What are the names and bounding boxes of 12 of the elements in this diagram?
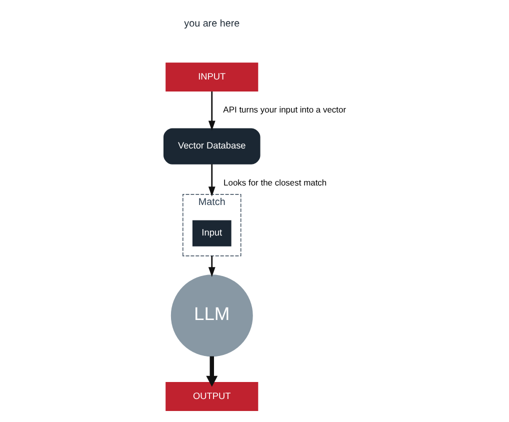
node-circle: LLM <box>170 274 252 357</box>
node-box: OUTPUT <box>165 382 258 412</box>
arrow <box>208 92 215 131</box>
edge-label: Looks for the closest match <box>223 177 326 188</box>
arrow <box>208 256 215 278</box>
arrow <box>208 164 215 197</box>
edge-label: API turns your input into a vector <box>222 104 346 114</box>
node-box: Input <box>192 220 231 246</box>
node-box: Vector Database <box>162 128 260 164</box>
node-label: you are here <box>184 18 240 30</box>
node-box: INPUT <box>165 62 258 92</box>
arrow <box>206 356 218 387</box>
